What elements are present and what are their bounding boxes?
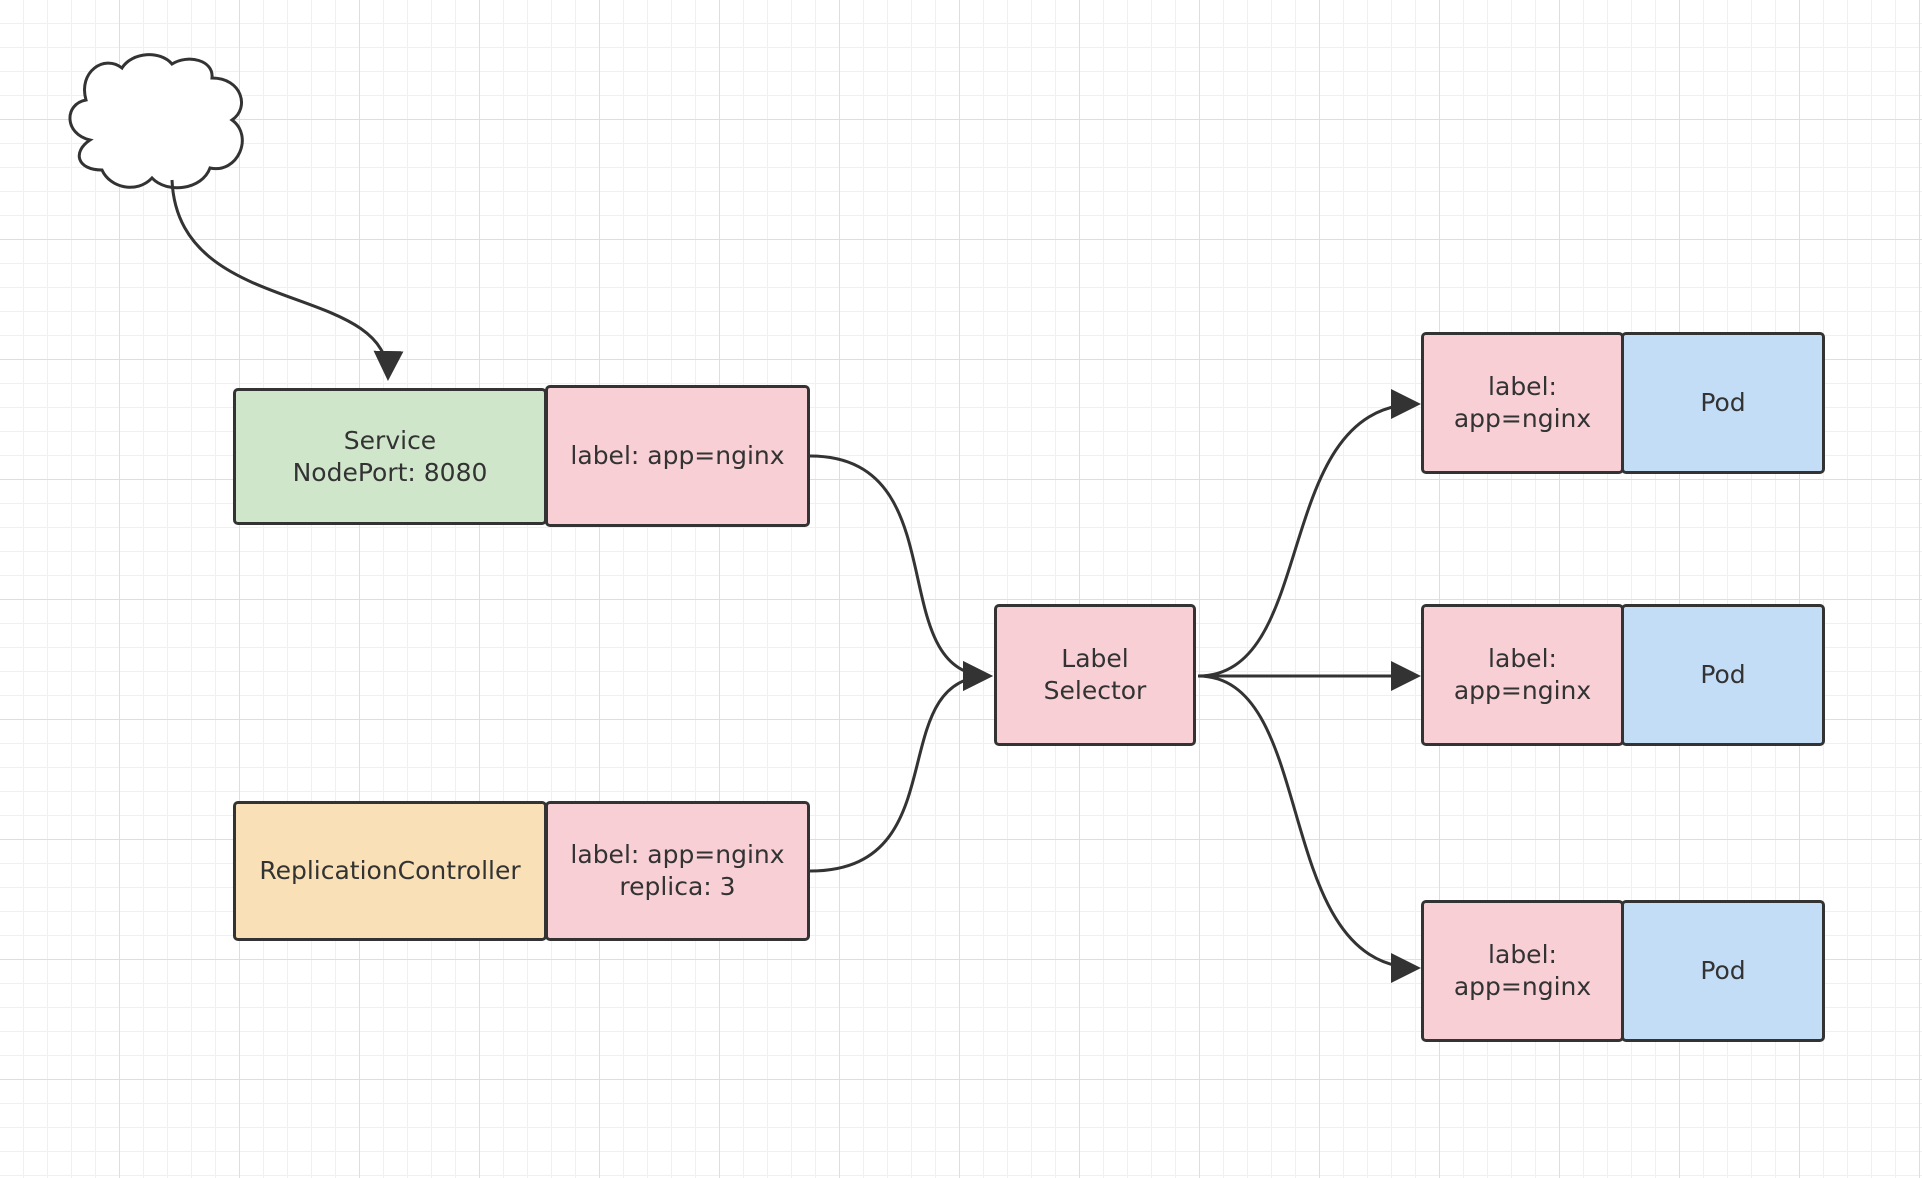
rc-label-node[interactable]: label: app=nginx replica: 3 (545, 801, 810, 941)
rc-label-text: label: app=nginx replica: 3 (570, 840, 785, 901)
edge-selector-to-pod-1 (1197, 389, 1421, 678)
service-label-node[interactable]: label: app=nginx (545, 385, 810, 527)
pod-1-label-text: label: app=nginx (1453, 372, 1592, 433)
pod-2-label-node[interactable]: label: app=nginx (1421, 604, 1624, 746)
pod-1-label-node[interactable]: label: app=nginx (1421, 332, 1624, 474)
service-label-text: label: app=nginx (570, 441, 785, 470)
service-node[interactable]: Service NodePort: 8080 (233, 388, 547, 525)
replication-controller-node[interactable]: ReplicationController (233, 801, 547, 941)
edge-rc-label-to-selector (809, 661, 993, 873)
pod-3-label-node[interactable]: label: app=nginx (1421, 900, 1624, 1042)
label-selector-text: Label Selector (1043, 644, 1147, 705)
pod-2-node[interactable]: Pod (1621, 604, 1825, 746)
pod-2-name: Pod (1700, 660, 1746, 689)
pod-1-node[interactable]: Pod (1621, 332, 1825, 474)
pod-3-node[interactable]: Pod (1621, 900, 1825, 1042)
pod-3-label-text: label: app=nginx (1453, 940, 1592, 1001)
edge-service-label-to-selector (809, 454, 993, 691)
pod-1-name: Pod (1700, 388, 1746, 417)
replication-controller-text: ReplicationController (259, 856, 521, 885)
edge-cloud-to-service (170, 179, 404, 381)
label-selector-node[interactable]: Label Selector (994, 604, 1196, 746)
service-node-text: Service NodePort: 8080 (292, 425, 488, 487)
internet-cloud-icon (68, 53, 244, 190)
edge-selector-to-pod-3 (1197, 674, 1421, 983)
pod-3-name: Pod (1700, 956, 1746, 985)
pod-2-label-text: label: app=nginx (1453, 644, 1592, 705)
